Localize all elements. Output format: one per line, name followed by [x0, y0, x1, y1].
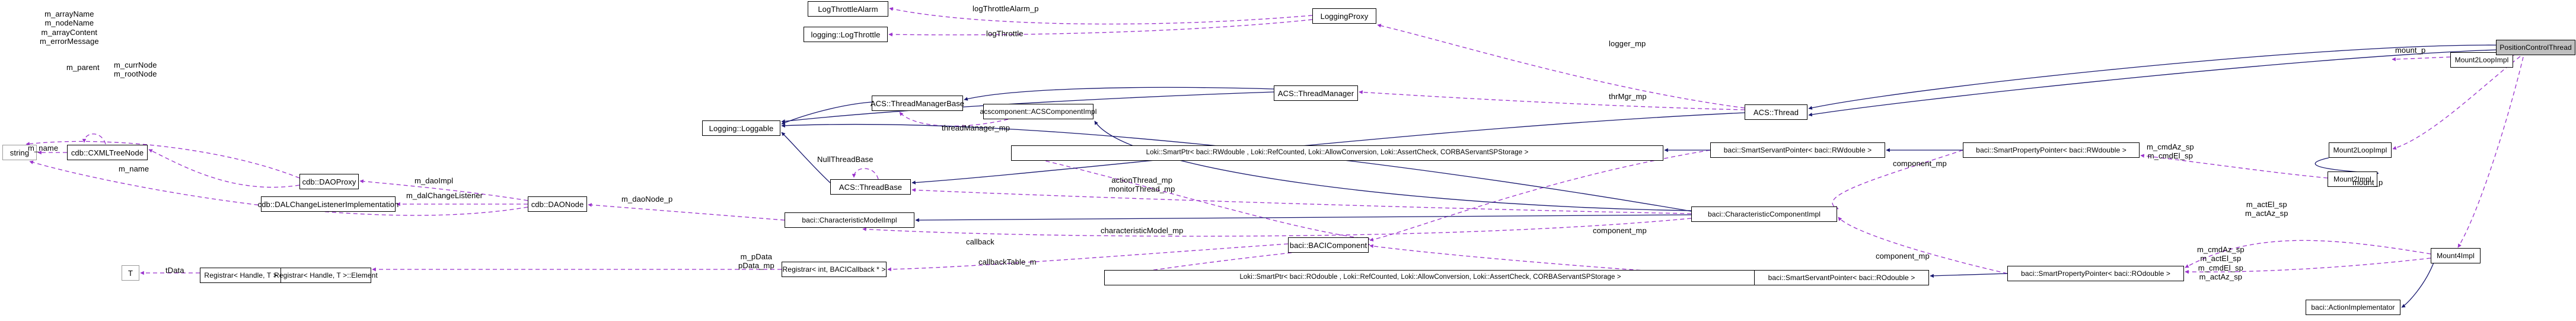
edge-label-line: m_name	[119, 164, 149, 173]
edge-label-line: m_dalChangeListener	[406, 191, 483, 200]
edge-label-line: m_actEl_sp	[2200, 254, 2242, 263]
edge-label-line: logThrottle	[986, 29, 1024, 38]
edge-label-line: thrMgr_mp	[1609, 92, 1647, 101]
edge-label-line: m_actAz_sp	[2245, 209, 2288, 218]
edge-label-line: m_cmdEl_sp	[2147, 151, 2193, 161]
node-registrar-int-bacicallback[interactable]: Registrar< int, BACICallback * >	[782, 262, 887, 277]
node-cdb-cxmltreenode[interactable]: cdb::CXMLTreeNode	[67, 145, 148, 160]
edge-label-m-name-upper: m_name	[28, 144, 58, 152]
edge-label-line: logThrottleAlarm_p	[973, 4, 1039, 13]
edge-label-logthrottle: logThrottle	[986, 29, 1024, 38]
edge-label-line: actionThread_mp	[1111, 176, 1173, 185]
node-baci-smartservantpointer-rodouble[interactable]: baci::SmartServantPointer< baci::ROdoubl…	[1754, 270, 1929, 285]
edge-label-m-name-lower: m_name	[119, 164, 149, 173]
edge-label-line: component_mp	[1876, 252, 1930, 260]
edge-label-callbacktable-m: callbackTable_m	[978, 258, 1037, 266]
node-baci-smartpropertypointer-rodouble[interactable]: baci::SmartPropertyPointer< baci::ROdoub…	[2007, 266, 2184, 281]
node-baci-characteristiccomponentimpl[interactable]: baci::CharacteristicComponentImpl	[1691, 206, 1837, 222]
edge-label-line: component_mp	[1893, 159, 1947, 168]
node-mount2impl[interactable]: Mount2Impl	[2328, 171, 2377, 187]
edge-label-m-dalchangelistener: m_dalChangeListener	[406, 191, 483, 200]
edge-label-mount-sp-act: m_actEl_sp m_actAz_sp	[2245, 200, 2288, 218]
edge-label-callback: callback	[966, 237, 994, 246]
edge-label-line: tData	[165, 266, 184, 275]
edge-label-m-parent: m_parent	[66, 63, 100, 72]
edge-label-array-fields: m_arrayName m_nodeName m_arrayContent m_…	[40, 9, 99, 46]
node-mount4impl[interactable]: Mount4Impl	[2431, 248, 2481, 263]
node-mount2loopimpl[interactable]: Mount2LoopImpl	[2329, 142, 2392, 158]
edge-label-line: m_rootNode	[114, 69, 157, 79]
edge-label-logthrottlealarm-p: logThrottleAlarm_p	[973, 4, 1039, 13]
edge-label-line: m_errorMessage	[40, 36, 99, 46]
node-acs-thread[interactable]: ACS::Thread	[1745, 104, 1807, 120]
edge-label-characteristicmodel-mp: characteristicModel_mp	[1101, 226, 1183, 235]
node-positioncontrolthread[interactable]: PositionControlThread	[2496, 40, 2575, 55]
edge-label-line: threadManager_mp	[942, 123, 1010, 132]
edge-label-thrmgr-mp: thrMgr_mp	[1609, 92, 1647, 101]
edge-label-line: characteristicModel_mp	[1101, 226, 1184, 235]
edge-label-component-mp-ro: component_mp	[1876, 252, 1930, 260]
edge-label-line: monitorThread_mp	[1109, 185, 1175, 194]
edge-label-line: m_daoNode_p	[621, 195, 673, 204]
edge-label-line: m_actEl_sp	[2246, 200, 2287, 209]
edge-label-line: m_currNode	[114, 61, 157, 69]
node-loggingproxy[interactable]: LoggingProxy	[1312, 8, 1376, 24]
edge-label-logger-mp: logger_mp	[1609, 39, 1646, 48]
edge-label-line: pData_mp	[738, 261, 774, 271]
edge-label-line: mount_p	[2395, 46, 2426, 55]
edge-label-line: m_arrayContent	[41, 27, 98, 37]
edge-label-line: m_parent	[66, 63, 100, 72]
edge-label-line: m_cmdAz_sp	[2147, 142, 2194, 151]
edge-label-line: m_pData	[740, 252, 773, 261]
edge-label-line: callback	[966, 237, 994, 246]
edge-label-line: logger_mp	[1609, 39, 1646, 48]
node-logthrottlealarm[interactable]: LogThrottleAlarm	[808, 1, 888, 17]
edge-label-m-daoimpl: m_daoImpl	[415, 176, 453, 185]
edge-label-mount-p-top: mount_p	[2395, 46, 2425, 55]
node-loki-smartptr-rwdouble[interactable]: Loki::SmartPtr< baci::RWdouble , Loki::R…	[1011, 145, 1663, 161]
node-logging-logthrottle[interactable]: logging::LogThrottle	[804, 27, 888, 42]
edge-label-line: m_actAz_sp	[2199, 272, 2243, 281]
node-baci-characteristicmodelimpl[interactable]: baci::CharacteristicModelImpl	[785, 212, 914, 228]
edge-label-component-mp-baci: component_mp	[1593, 226, 1647, 235]
node-acs-threadmanagerbase[interactable]: ACS::ThreadManagerBase	[871, 96, 964, 111]
edge-label-component-mp-rw: component_mp	[1893, 159, 1947, 168]
edge-label-line: component_mp	[1593, 226, 1647, 235]
edge-label-mount-sp-ro: m_cmdAz_sp m_actEl_sp m_cmdEl_sp m_actAz…	[2197, 245, 2245, 281]
edge-label-line: mount_p	[2352, 178, 2383, 187]
node-registrar-handle-t[interactable]: Registrar< Handle, T >	[200, 268, 282, 283]
edge-label-curr-root-node: m_currNode m_rootNode	[114, 61, 157, 79]
node-loki-smartptr-rodouble[interactable]: Loki::SmartPtr< baci::ROdouble , Loki::R…	[1104, 270, 1756, 285]
node-string[interactable]: string	[2, 145, 37, 160]
node-cdb-daonode[interactable]: cdb::DAONode	[528, 196, 587, 212]
edge-label-line: callbackTable_m	[978, 258, 1037, 266]
edge-label-m-daonode-p: m_daoNode_p	[621, 195, 672, 204]
edge-label-line: m_arrayName	[44, 9, 94, 18]
edge-label-line: m_name	[28, 144, 59, 152]
edge-label-line: m_daoImpl	[415, 176, 454, 185]
node-cdb-daoproxy[interactable]: cdb::DAOProxy	[299, 174, 359, 189]
node-baci-actionimplementator[interactable]: baci::ActionImplementator	[2306, 300, 2400, 315]
edge-label-line: m_cmdAz_sp	[2197, 245, 2245, 254]
edge-label-nullthreadbase: NullThreadBase	[817, 155, 873, 164]
node-acs-threadmanager[interactable]: ACS::ThreadManager	[1274, 85, 1358, 101]
node-acs-threadbase[interactable]: ACS::ThreadBase	[830, 179, 911, 195]
edge-label-line: m_cmdEl_sp	[2198, 263, 2243, 272]
node-baci-smartservantpointer-rwdouble[interactable]: baci::SmartServantPointer< baci::RWdoubl…	[1710, 142, 1885, 158]
node-baci-smartpropertypointer-rwdouble[interactable]: baci::SmartPropertyPointer< baci::RWdoub…	[1963, 142, 2140, 158]
edge-label-tdata: tData	[165, 266, 184, 275]
edge-label-line: NullThreadBase	[817, 155, 873, 164]
node-logging-loggable[interactable]: Logging::Loggable	[702, 120, 780, 136]
edge-label-mount-sp-rw: m_cmdAz_sp m_cmdEl_sp	[2147, 142, 2194, 161]
edge-label-threadmanager-mp: threadManager_mp	[942, 123, 1010, 132]
node-template-t[interactable]: T	[122, 265, 139, 281]
edge-label-action-monitor-thread: actionThread_mp monitorThread_mp	[1109, 176, 1175, 194]
node-cdb-dalchangelistenerimplementation[interactable]: cdb::DALChangeListenerImplementation	[258, 196, 398, 212]
node-baci-bacicomponent[interactable]: baci::BACIComponent	[1288, 237, 1369, 253]
edge-label-m-pdata: m_pData pData_mp	[738, 252, 774, 271]
edge-label-line: m_nodeName	[44, 18, 94, 28]
node-registrar-handle-t-element[interactable]: Registrar< Handle, T >::Element	[274, 268, 378, 283]
edge-label-mount-p-mid: mount_p	[2352, 178, 2383, 187]
node-acscomponent-acscomponentimpl[interactable]: acscomponent::ACSComponentImpl	[980, 104, 1096, 119]
